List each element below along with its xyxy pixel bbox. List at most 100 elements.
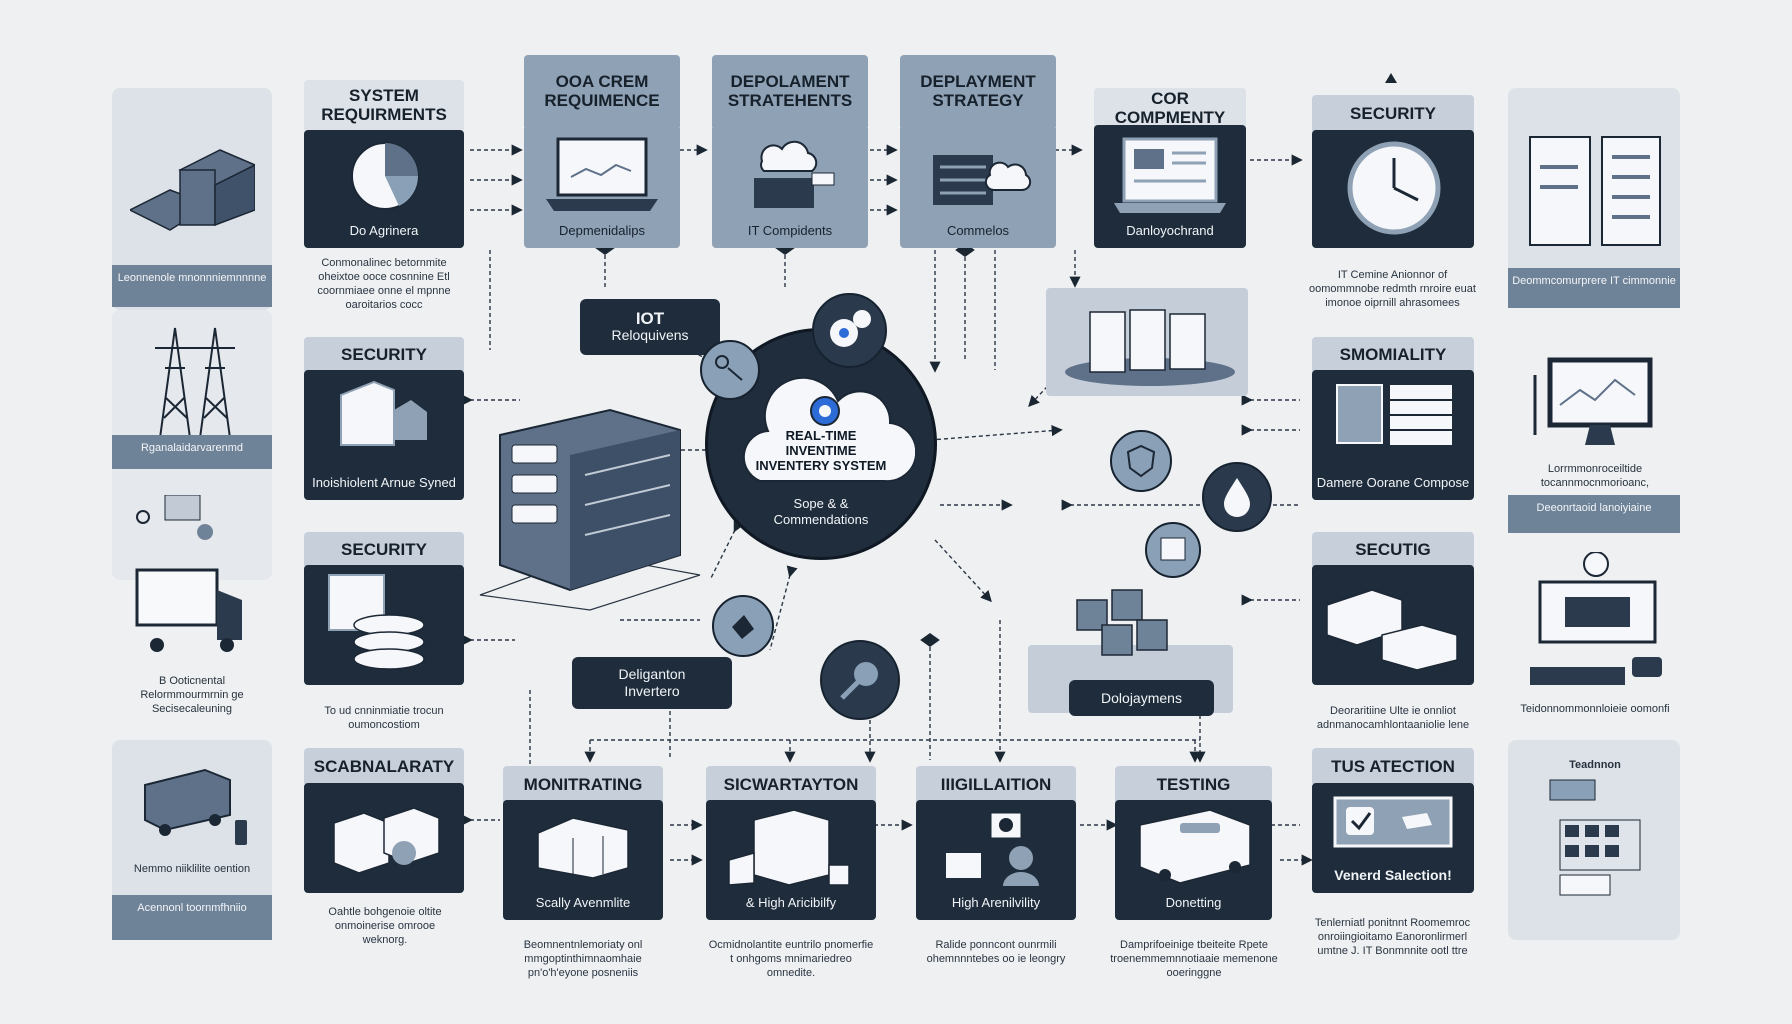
right-side-band-1: Deommcomurprere IT cimmonnie: [1508, 268, 1680, 308]
iot-requirements-pill[interactable]: IOT Reloquivens: [580, 299, 720, 355]
card-scabnalaraty-header: SCABNALARATY: [304, 748, 464, 784]
left-side-text-2: Nemmo niiklilite oention: [133, 863, 251, 875]
person-badge-icon: [946, 812, 1039, 886]
card-cor-compmenty-label: Danloyochrand: [1126, 223, 1214, 238]
card-depolament-header: DEPOLAMENT STRATEHENTS: [712, 55, 868, 127]
caption-security-2: To ud cnninmiatie trocun oumoncostiom: [324, 705, 444, 731]
caption-monitrating: Beomnentnlemoriaty onl mmgoptinthimnaomh…: [523, 939, 643, 979]
map-pin-icon: [135, 494, 225, 570]
hub-subtitle-line-2: Commendations: [773, 512, 869, 527]
caption-security-top: IT Cemine Anionnor of oomommnobe redmth …: [1309, 269, 1476, 309]
dashboard-grid-icon: [1530, 775, 1670, 910]
server-blocks-icon: [1060, 300, 1240, 395]
hub-title-line-2: INVENTIME: [785, 443, 857, 458]
right-side-band-2: Deeonrtaoid lanoiyiaine: [1508, 495, 1680, 533]
calendar-circle-icon: [1145, 522, 1201, 578]
card-secutig-header: SECUTIG: [1312, 532, 1474, 566]
laptop-dashboard-icon: [1114, 137, 1226, 213]
card-sicwartayton[interactable]: & High Aricibilfy: [706, 800, 876, 920]
card-testing[interactable]: Donetting: [1115, 800, 1272, 920]
caption-sicwartayton: Ocmidnolantite euntrilo pnomerfie t onhg…: [708, 939, 874, 979]
card-security-1-label: Inoishiolent Arnue Syned: [312, 475, 456, 490]
satellite-dish-icon: [820, 640, 900, 720]
card-iiigillaition[interactable]: High Arenilvility: [916, 800, 1076, 920]
card-tus-atection[interactable]: Venerd Salection!: [1312, 783, 1474, 893]
card-cor-compmenty-header: COR COMPMENTY: [1094, 88, 1246, 128]
card-tus-atection-header: TUS ATECTION: [1312, 748, 1474, 784]
right-side-heading: Teadnnon: [1569, 759, 1621, 771]
caption-tus-atection: Tenlerniatl ponitnnt Roomemroc onroiingi…: [1314, 917, 1471, 957]
card-tus-atection-label: Venerd Salection!: [1334, 867, 1452, 883]
warehouse-icon: [340, 380, 427, 446]
caption-iiigillaition: Ralide ponncont ounrmili ohemnnntebes oo…: [926, 939, 1066, 965]
deligation-inventory-pill[interactable]: Deliganton Invertero: [572, 657, 732, 709]
server-stack-icon: [128, 130, 257, 245]
card-depolament-label: IT Compidents: [747, 223, 833, 238]
left-side-band-3: Acennonl toornmfhniio: [112, 895, 272, 940]
workstation-icon: [1520, 551, 1670, 697]
card-smomiality-label: Damere Oorane Compose: [1316, 475, 1470, 490]
card-ooa-crem-header: OOA CREM REQUIMENCE: [524, 55, 680, 127]
card-deplayment-header: DEPLAYMENT STRATEGY: [900, 55, 1056, 127]
card-iiigillaition-label: High Arenilvility: [951, 895, 1041, 910]
laptop-icon: [546, 137, 658, 211]
card-scabnalaraty[interactable]: [304, 783, 464, 893]
deployments-pill[interactable]: Dolojaymens: [1069, 680, 1214, 716]
card-deplayment-label: Commelos: [946, 223, 1010, 238]
device-circle-icon: [712, 595, 774, 657]
card-depolament[interactable]: IT Compidents: [712, 125, 868, 248]
left-side-text-1: B Ooticnental Relormmourmrnin ge Secisec…: [140, 675, 244, 715]
caption-testing: Damprifoeinige tbeiteite Rpete troenemme…: [1110, 939, 1278, 979]
card-system-requirements-label: Do Agrinera: [349, 223, 419, 238]
delivery-truck-icon: [135, 765, 250, 855]
monitor-icon: [1525, 335, 1665, 460]
pie-chart-icon: [351, 142, 419, 210]
iot-subtitle: Reloquivens: [611, 327, 689, 343]
card-security-1[interactable]: Inoishiolent Arnue Syned: [304, 370, 464, 500]
server-rack-icon: [1336, 384, 1452, 445]
cloud-server-icon: [754, 140, 835, 208]
boxes-icon: [333, 807, 440, 874]
selection-screen-icon: [1333, 796, 1453, 848]
central-server-icon: [470, 405, 710, 620]
card-testing-header: TESTING: [1115, 766, 1272, 802]
van-icon: [1139, 809, 1251, 884]
card-smomiality-header: SMOMIALITY: [1312, 337, 1474, 371]
gear-icon: [812, 293, 887, 368]
card-security-2[interactable]: [304, 565, 464, 685]
hub-title-line-3: INVENTERY SYSTEM: [755, 458, 887, 473]
card-system-requirements[interactable]: Do Agrinera: [304, 130, 464, 248]
clock-icon: [1347, 141, 1441, 235]
cubes-icon: [1072, 580, 1182, 670]
crates-icon: [537, 817, 629, 879]
cloud-icon: [742, 376, 915, 483]
right-side-text-2: Teidonnommonnloieie oomonfi: [1520, 703, 1670, 715]
hub-title-line-1: REAL-TIME: [785, 428, 857, 443]
right-side-text-1: Lorrmmonroceiltide tocannmocnmorioanc,: [1540, 463, 1650, 489]
card-security-top[interactable]: [1312, 130, 1474, 248]
caption-system-requirements: Conmonalinec betornmite oheixtoe ooce co…: [317, 257, 451, 311]
card-monitrating-label: Scally Avenmlite: [535, 895, 631, 910]
left-side-band-2: Rganalaidarvarenmd: [112, 435, 272, 469]
hub-subtitle-line-1: Sope & &: [793, 496, 849, 511]
card-testing-label: Donetting: [1165, 895, 1222, 910]
card-security-top-header: SECURITY: [1312, 95, 1474, 131]
card-smomiality[interactable]: Damere Oorane Compose: [1312, 370, 1474, 500]
card-deplayment[interactable]: Commelos: [900, 125, 1056, 248]
shield-circle-icon: [1110, 430, 1172, 492]
card-monitrating[interactable]: Scally Avenmlite: [503, 800, 663, 920]
network-circle-icon: [700, 340, 760, 400]
caption-secutig: Deoraritiine Ulte ie onnliot adnmanocamh…: [1316, 705, 1470, 731]
water-drop-icon: [1202, 462, 1272, 532]
card-cor-compmenty[interactable]: Danloyochrand: [1094, 125, 1246, 248]
documents-icon: [1528, 132, 1663, 257]
packages-icon: [1326, 589, 1458, 671]
card-security-2-header: SECURITY: [304, 532, 464, 566]
card-secutig[interactable]: [1312, 565, 1474, 685]
card-ooa-crem[interactable]: Depmenidalips: [524, 125, 680, 248]
server-cloud-icon: [933, 155, 1032, 205]
card-security-1-header: SECURITY: [304, 337, 464, 371]
card-iiigillaition-header: IIIGILLAITION: [916, 766, 1076, 802]
up-arrow-icon: [1385, 73, 1397, 83]
card-ooa-crem-label: Depmenidalips: [559, 223, 645, 238]
